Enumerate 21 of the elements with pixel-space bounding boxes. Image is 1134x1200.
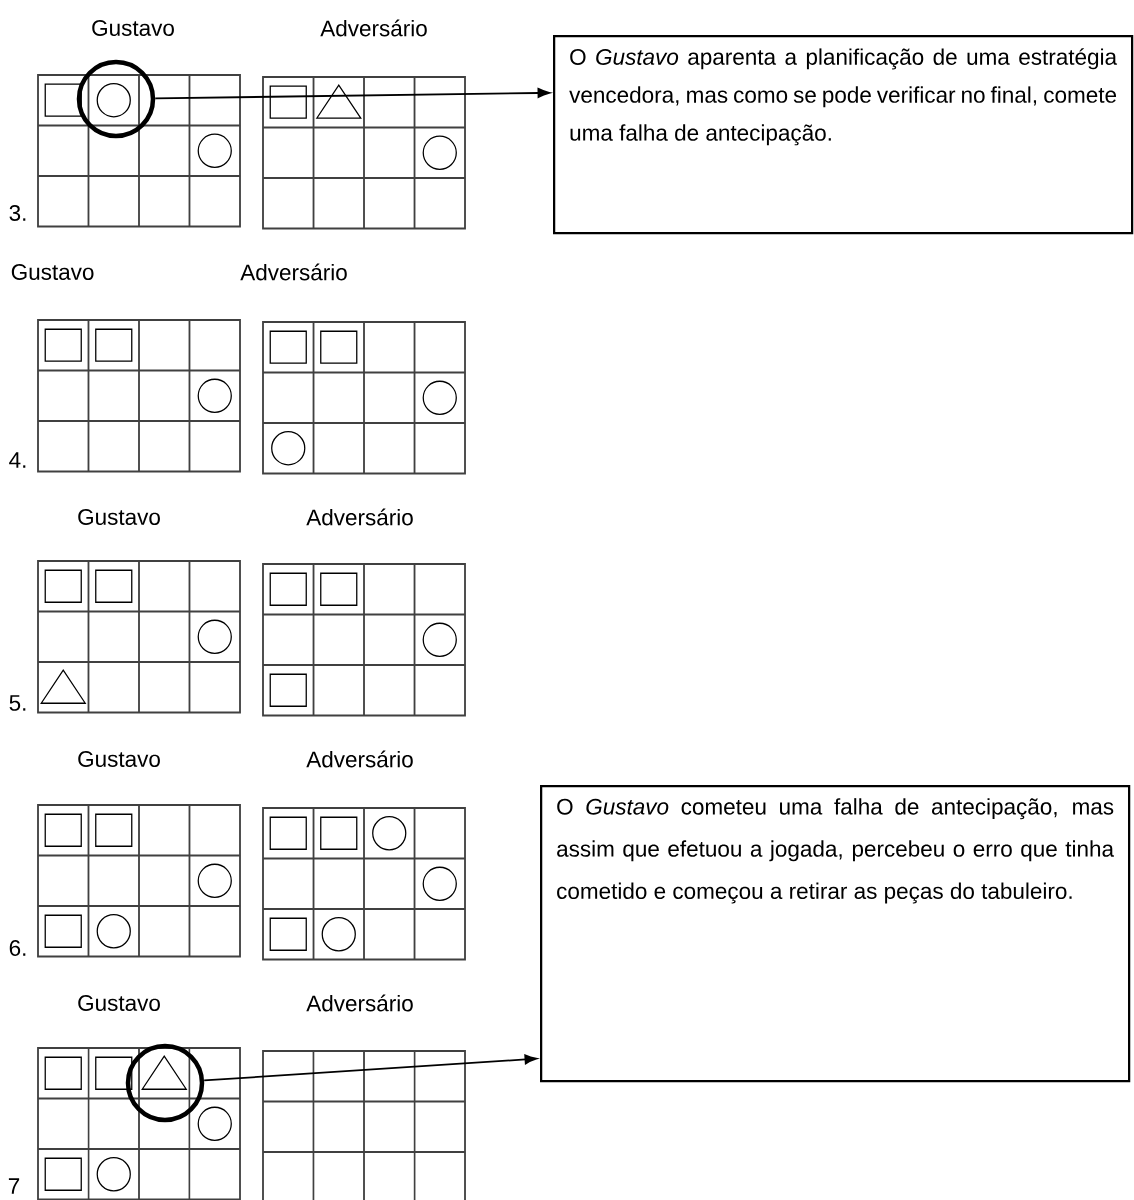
player-name: Gustavo bbox=[78, 751, 160, 767]
arrow bbox=[154, 88, 551, 100]
arrow bbox=[203, 1054, 538, 1082]
highlight-circle bbox=[125, 1043, 205, 1123]
player-name: Adversário bbox=[306, 994, 413, 1012]
player-name: Adversário bbox=[240, 263, 347, 281]
player-name: Gustavo bbox=[11, 264, 94, 280]
player-name: Adversário bbox=[306, 508, 413, 526]
step-number: 3. bbox=[9, 205, 26, 221]
player-name: Adversário bbox=[320, 19, 427, 37]
comment-box: O Gustavo aparenta a planificação de uma estratégia vencedora, mas como se pode verificar no final, comete uma falha de antecipação. bbox=[553, 35, 1134, 235]
step-number: 6. bbox=[9, 940, 26, 956]
highlight-circle bbox=[76, 59, 156, 139]
step-number: 5. bbox=[9, 695, 26, 711]
player-name: Adversário bbox=[306, 750, 413, 768]
step-number: 7 bbox=[8, 1178, 20, 1194]
player-name: Gustavo bbox=[78, 509, 160, 525]
step-number: 4. bbox=[9, 452, 26, 468]
player-name: Gustavo bbox=[92, 20, 174, 36]
player-name: Gustavo bbox=[78, 995, 160, 1011]
comment-box: O Gustavo cometeu uma falha de antecipação, mas assim que efetuou a jogada, percebeu o erro que tinha cometido e começou a retirar as peças do tabuleiro. bbox=[540, 785, 1131, 1083]
